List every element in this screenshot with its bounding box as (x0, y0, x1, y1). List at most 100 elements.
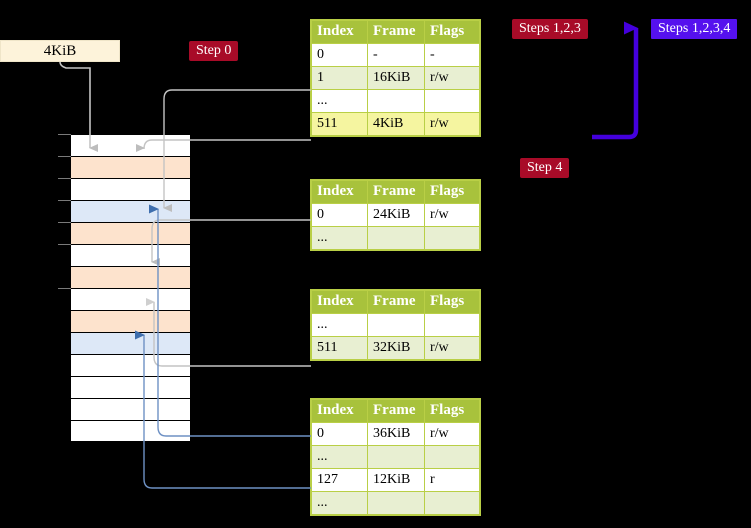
table-row[interactable]: ... (311, 491, 480, 515)
memory-row (70, 156, 191, 178)
memory-row (70, 376, 191, 398)
step4-label: Step 4 (527, 160, 563, 175)
cell-index: 511 (311, 336, 368, 360)
cell-flags (424, 491, 480, 515)
cell-frame (367, 89, 425, 113)
step0-badge: Step 0 (189, 41, 239, 61)
cell-flags (424, 89, 480, 113)
memory-row (70, 244, 191, 266)
cell-index: ... (311, 491, 368, 515)
cell-flags (424, 226, 480, 250)
cell-flags: r/w (424, 422, 480, 446)
cell-index: 511 (311, 112, 368, 136)
table-row[interactable]: ... (311, 445, 480, 469)
memory-row (70, 398, 191, 420)
memory-row (70, 200, 191, 222)
cell-frame (367, 313, 425, 337)
memory-row (70, 354, 191, 376)
column-header: Index (311, 20, 368, 44)
memory-row (70, 222, 191, 244)
cell-frame: 12KiB (367, 468, 425, 492)
cell-index: ... (311, 313, 368, 337)
step4-badge: Step 4 (520, 158, 570, 178)
cell-flags: r/w (424, 112, 480, 136)
memory-tick (58, 244, 71, 245)
cell-frame (367, 226, 425, 250)
step0-label: Step 0 (196, 43, 232, 58)
cell-index: 0 (311, 43, 368, 67)
memory-tick (58, 134, 71, 135)
steps1234-label: Steps 1,2,3,4 (658, 21, 731, 36)
memory-row (70, 310, 191, 332)
cell-frame (367, 491, 425, 515)
table-row[interactable]: ... (311, 313, 480, 337)
table-row[interactable]: ... (311, 89, 480, 113)
cell-frame: 24KiB (367, 203, 425, 227)
steps123-label: Steps 1,2,3 (519, 21, 581, 36)
column-header: Flags (424, 20, 480, 44)
cell-flags: - (424, 43, 480, 67)
cell-frame: 16KiB (367, 66, 425, 90)
frame-size-box: 4KiB (0, 40, 120, 62)
cell-frame: 36KiB (367, 422, 425, 446)
cell-index: ... (311, 226, 368, 250)
column-header: Flags (424, 290, 480, 314)
cell-frame: 32KiB (367, 336, 425, 360)
memory-row (70, 288, 191, 310)
cell-index: 127 (311, 468, 368, 492)
cell-index: 0 (311, 422, 368, 446)
column-header: Frame (367, 290, 425, 314)
cell-flags: r (424, 468, 480, 492)
memory-row (70, 266, 191, 288)
column-header: Flags (424, 180, 480, 204)
column-header: Frame (367, 399, 425, 423)
cell-flags: r/w (424, 336, 480, 360)
cell-frame: 4KiB (367, 112, 425, 136)
column-header: Index (311, 290, 368, 314)
column-header: Index (311, 180, 368, 204)
steps1234-badge: Steps 1,2,3,4 (651, 19, 738, 39)
frame-size-label: 4KiB (43, 43, 77, 59)
column-header: Flags (424, 399, 480, 423)
memory-tick (58, 156, 71, 157)
cell-flags (424, 445, 480, 469)
cell-frame: - (367, 43, 425, 67)
memory-row (70, 178, 191, 200)
table-row[interactable]: 0-- (311, 43, 480, 67)
cell-index: ... (311, 89, 368, 113)
memory-tick (58, 178, 71, 179)
memory-tick (58, 288, 71, 289)
column-header: Index (311, 399, 368, 423)
cell-index: ... (311, 445, 368, 469)
column-header: Frame (367, 20, 425, 44)
physical-memory-column (70, 134, 191, 442)
cell-flags: r/w (424, 203, 480, 227)
memory-row (70, 332, 191, 354)
steps1234-bracket-arrow (592, 21, 639, 140)
table-row[interactable]: ... (311, 226, 480, 250)
cell-flags: r/w (424, 66, 480, 90)
column-header: Frame (367, 180, 425, 204)
cell-frame (367, 445, 425, 469)
cell-index: 0 (311, 203, 368, 227)
memory-row (70, 420, 191, 442)
